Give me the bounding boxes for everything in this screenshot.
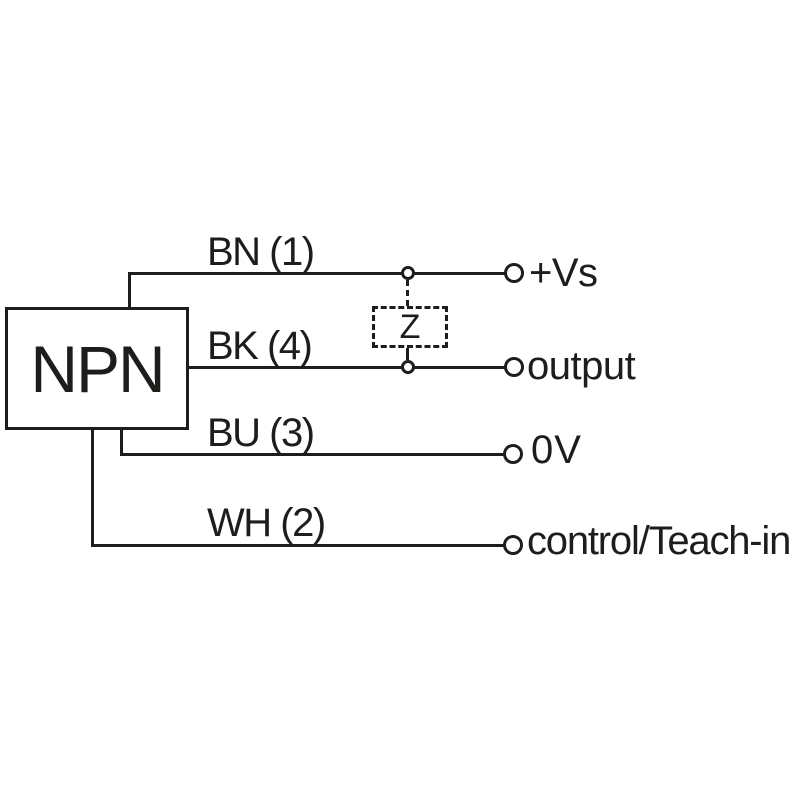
wire-wh-vertical — [91, 428, 94, 547]
sensor-type-label: NPN — [30, 331, 165, 406]
wire-wh-horizontal — [91, 544, 504, 547]
terminal-circle-0v — [503, 444, 523, 464]
wire-label-bn: BN (1) — [207, 230, 315, 274]
terminal-label-vs: +Vs — [529, 251, 598, 295]
z-connector-bottom — [406, 348, 409, 360]
wire-bu-vertical — [120, 428, 123, 455]
impedance-label: Z — [399, 308, 421, 346]
terminal-circle-output — [504, 357, 524, 377]
wire-bk-horizontal — [186, 366, 506, 369]
sensor-box: NPN — [5, 307, 189, 430]
junction-dot-bk — [401, 360, 415, 374]
wire-label-bk: BK (4) — [207, 324, 313, 368]
wire-label-bu: BU (3) — [207, 411, 315, 455]
terminal-label-output: output — [527, 344, 636, 388]
wire-bn-horizontal — [128, 272, 506, 275]
z-connector-top — [406, 280, 409, 306]
terminal-circle-vs — [504, 263, 524, 283]
terminal-label-control: control/Teach-in — [527, 519, 791, 563]
impedance-box: Z — [372, 306, 448, 348]
wire-label-wh: WH (2) — [207, 501, 326, 545]
junction-dot-bn — [401, 266, 415, 280]
wire-bu-horizontal — [120, 453, 504, 456]
terminal-label-0v: 0V — [531, 428, 582, 472]
wire-bn-vertical — [128, 272, 131, 309]
terminal-circle-control — [503, 535, 523, 555]
